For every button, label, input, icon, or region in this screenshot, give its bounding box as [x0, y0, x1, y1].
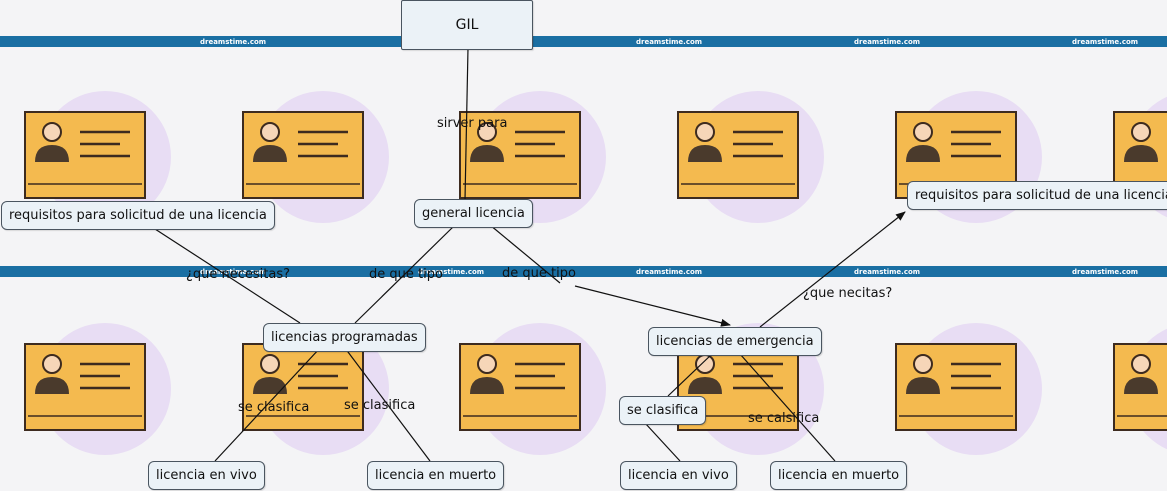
card-avatar-head [913, 354, 933, 374]
node-requisitos-right[interactable]: requisitos para solicitud de una licenci… [907, 181, 1167, 210]
card-avatar-body [906, 377, 940, 394]
card-avatar-body [35, 145, 69, 162]
node-licencias-programadas-label: licencias programadas [271, 330, 418, 345]
watermark-text: dreamstime.com [636, 38, 702, 46]
label-que-necesitas: ¿que necesitas? [186, 267, 291, 282]
watermark-strip [0, 36, 1167, 47]
label-se-clasifica-2: se clasifica [344, 398, 416, 413]
card-avatar-head [477, 122, 497, 142]
node-licencia-vivo-right[interactable]: licencia en vivo [620, 461, 737, 490]
watermark-text: dreamstime.com [1072, 268, 1138, 276]
watermark-text: dreamstime.com [1072, 38, 1138, 46]
node-licencia-vivo-right-label: licencia en vivo [628, 468, 729, 483]
node-licencia-muerto-right[interactable]: licencia en muerto [770, 461, 908, 490]
node-requisitos-left[interactable]: requisitos para solicitud de una licenci… [1, 201, 275, 230]
node-general-licencia-label: general licencia [422, 206, 525, 221]
card-avatar-head [1131, 122, 1151, 142]
card-avatar-head [1131, 354, 1151, 374]
card-avatar-body [35, 377, 69, 394]
card-avatar-head [477, 354, 497, 374]
node-general-licencia[interactable]: general licencia [414, 199, 533, 228]
root-node-gil[interactable]: GIL [401, 0, 533, 50]
card-avatar-body [906, 145, 940, 162]
card-avatar-head [695, 122, 715, 142]
card-avatar-body [688, 145, 722, 162]
card-avatar-head [695, 354, 715, 374]
node-licencia-muerto-left[interactable]: licencia en muerto [367, 461, 505, 490]
label-que-necitas: ¿que necitas? [803, 286, 893, 301]
node-se-clasifica-label: se clasifica [627, 403, 699, 418]
node-requisitos-left-label: requisitos para solicitud de una licenci… [9, 208, 267, 223]
node-licencia-muerto-right-label: licencia en muerto [778, 468, 900, 483]
label-se-calsifica: se calsifica [748, 411, 820, 426]
label-de-que-tipo-1: de que tipo [369, 267, 443, 282]
watermark-text: dreamstime.com [854, 268, 920, 276]
card-avatar-head [260, 122, 280, 142]
watermark-text: dreamstime.com [200, 38, 266, 46]
card-avatar-head [913, 122, 933, 142]
node-licencia-vivo-left-label: licencia en vivo [156, 468, 257, 483]
node-licencias-emergencia[interactable]: licencias de emergencia [648, 327, 822, 356]
card-avatar-head [42, 122, 62, 142]
node-licencia-vivo-left[interactable]: licencia en vivo [148, 461, 265, 490]
node-licencias-emergencia-label: licencias de emergencia [656, 334, 814, 349]
card-avatar-body [470, 145, 504, 162]
node-requisitos-right-label: requisitos para solicitud de una licenci… [915, 188, 1167, 203]
card-avatar-head [260, 354, 280, 374]
watermark-strip [0, 266, 1167, 277]
node-licencia-muerto-left-label: licencia en muerto [375, 468, 497, 483]
card-avatar-body [253, 145, 287, 162]
root-node-label: GIL [455, 17, 479, 33]
watermark-text: dreamstime.com [854, 38, 920, 46]
label-de-que-tipo-2: de que tipo [502, 266, 576, 281]
node-licencias-programadas[interactable]: licencias programadas [263, 323, 426, 352]
card-avatar-body [1124, 377, 1158, 394]
card-avatar-body [1124, 145, 1158, 162]
watermark-text: dreamstime.com [636, 268, 702, 276]
label-se-clasifica-1: se clasifica [238, 400, 310, 415]
label-sirver-para: sirver para [437, 116, 508, 131]
card-avatar-head [42, 354, 62, 374]
node-se-clasifica[interactable]: se clasifica [619, 396, 707, 425]
card-avatar-body [470, 377, 504, 394]
